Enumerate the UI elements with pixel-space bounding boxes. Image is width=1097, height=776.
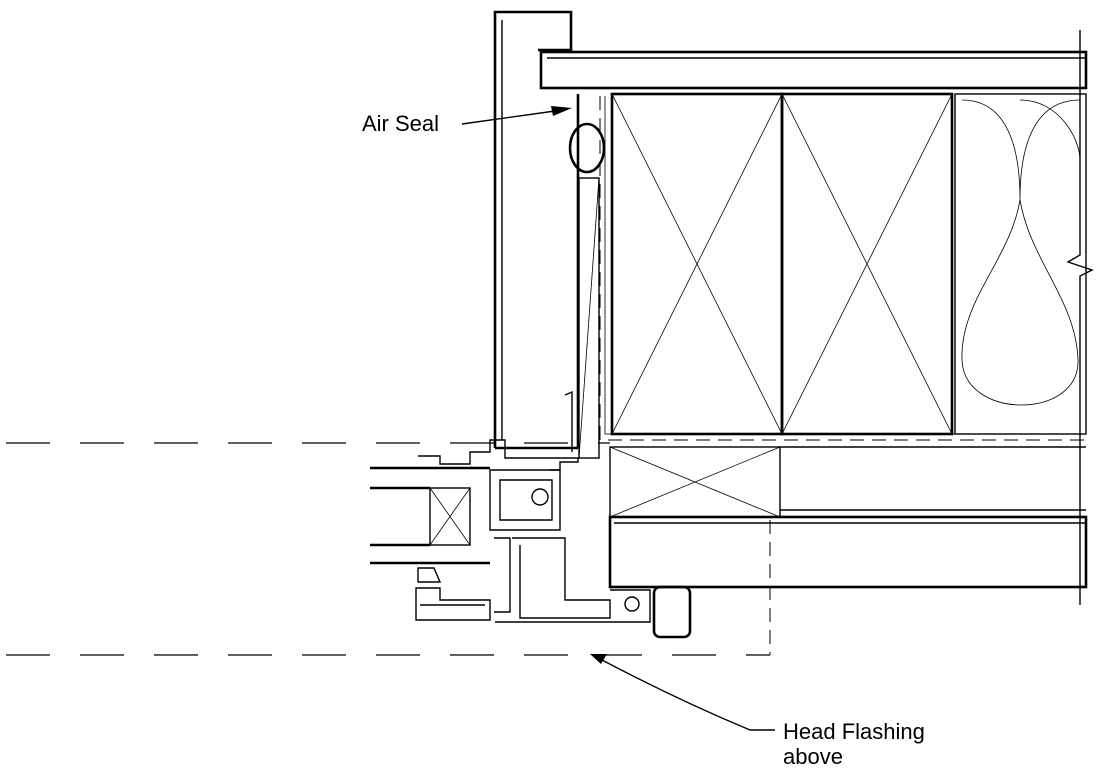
header-plate [539, 50, 1088, 90]
head-flashing-leader [590, 654, 775, 731]
dashed-reference-lines [6, 442, 771, 656]
air-seal-leader [461, 106, 572, 125]
break-line [1066, 30, 1094, 605]
head-flashing-label-line-1: Head Flashing [783, 719, 925, 744]
head-flashing-label-line-2: above [783, 744, 843, 770]
shim-strip [578, 96, 1086, 459]
window-frame-extrusion [415, 390, 651, 623]
exterior-trim-board [493, 10, 580, 450]
batt-insulation [954, 93, 1087, 435]
glazing-unit [370, 466, 490, 565]
air-seal-backer-rod [568, 122, 606, 174]
head-flashing-label: Head Flashing above [783, 719, 925, 770]
lower-blocking [609, 446, 1086, 518]
interior-trim [652, 585, 692, 639]
interior-header-board [608, 515, 1088, 589]
header-blocking [610, 92, 954, 436]
air-seal-label: Air Seal [362, 111, 440, 136]
